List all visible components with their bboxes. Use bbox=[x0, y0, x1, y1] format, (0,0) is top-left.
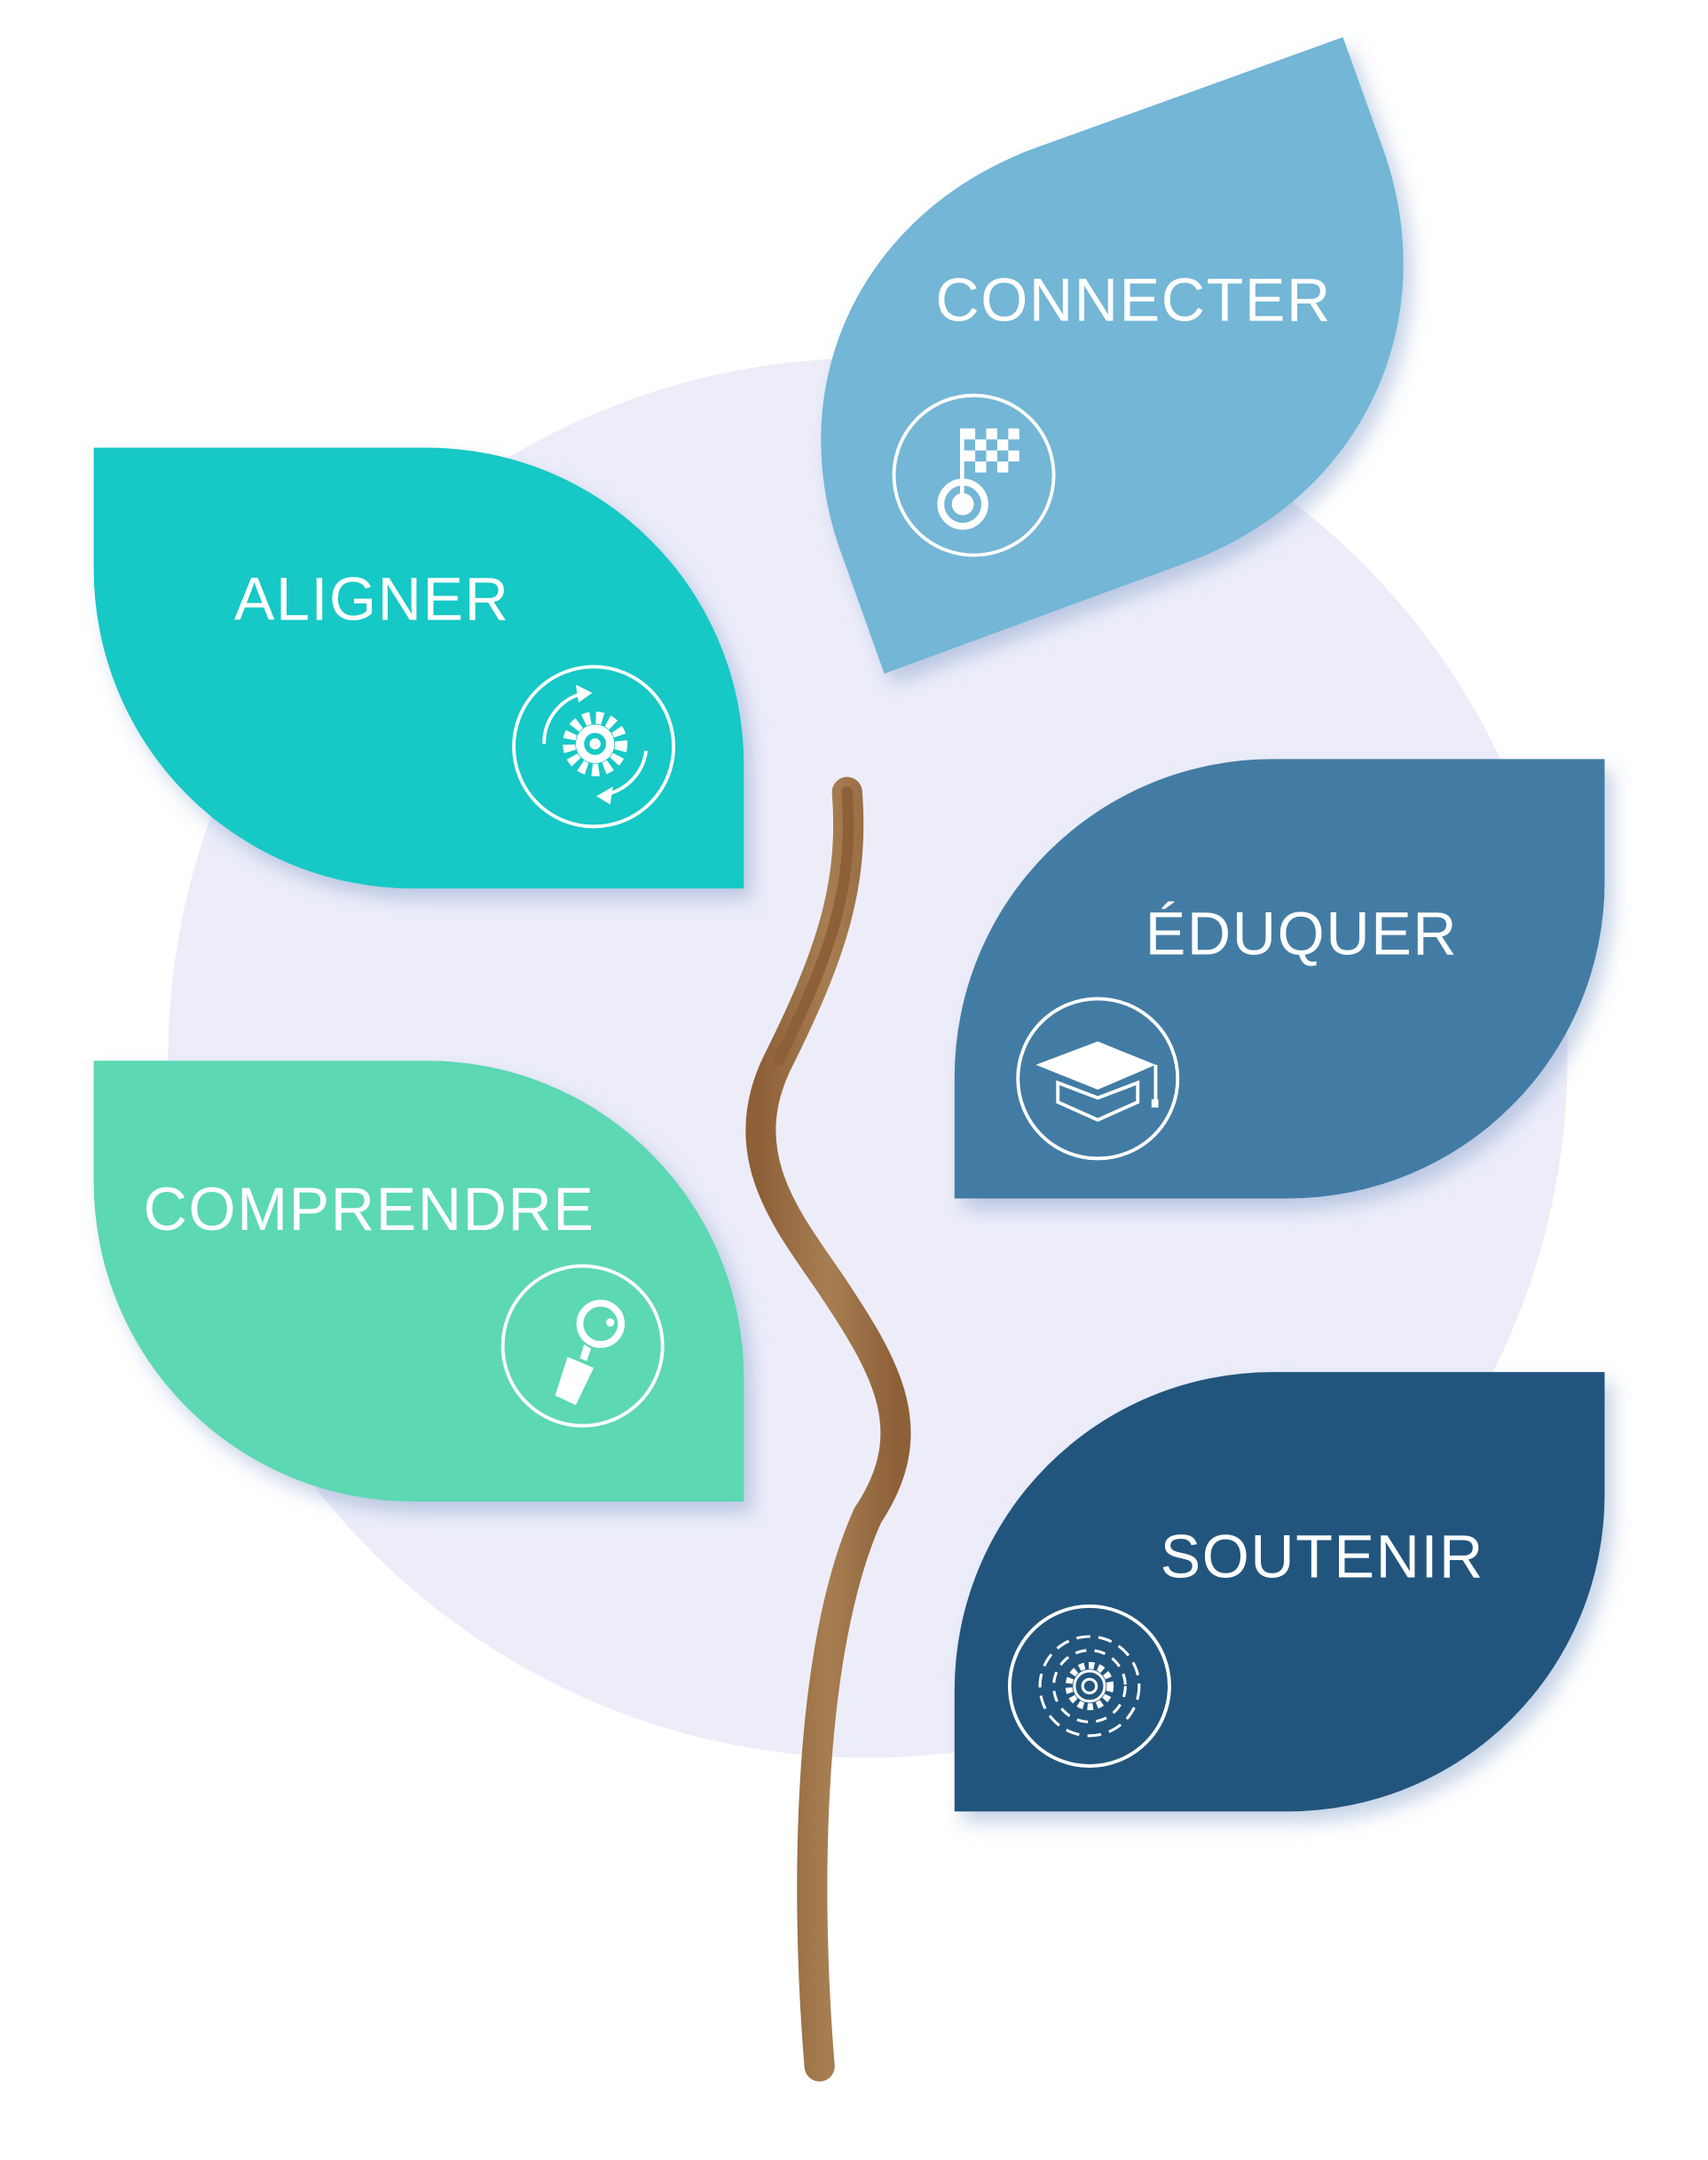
leaf-label: CONNECTER bbox=[935, 267, 1332, 335]
leaf-label: COMPRENDRE bbox=[144, 1176, 595, 1243]
leaf-label: SOUTENIR bbox=[1161, 1523, 1484, 1590]
leaf-comprendre[interactable]: COMPRENDRE bbox=[93, 1060, 744, 1502]
leaf-label: ÉDUQUER bbox=[1145, 901, 1458, 968]
leaf-aligner[interactable]: ALIGNER bbox=[93, 447, 744, 889]
magnifying-glass-icon bbox=[500, 1264, 665, 1428]
leaf-connecter[interactable]: CONNECTER bbox=[821, 36, 1404, 674]
leaf-label: ALIGNER bbox=[234, 566, 510, 634]
graduation-cap-icon bbox=[1016, 997, 1180, 1161]
checkered-flag-icon bbox=[892, 393, 1056, 557]
gear-circle-icon bbox=[1007, 1604, 1171, 1768]
leaf-soutenir[interactable]: SOUTENIR bbox=[954, 1372, 1605, 1812]
leaf-eduquer[interactable]: ÉDUQUER bbox=[954, 759, 1605, 1199]
gear-cycle-icon bbox=[512, 665, 676, 829]
stem-tip bbox=[772, 786, 854, 1067]
